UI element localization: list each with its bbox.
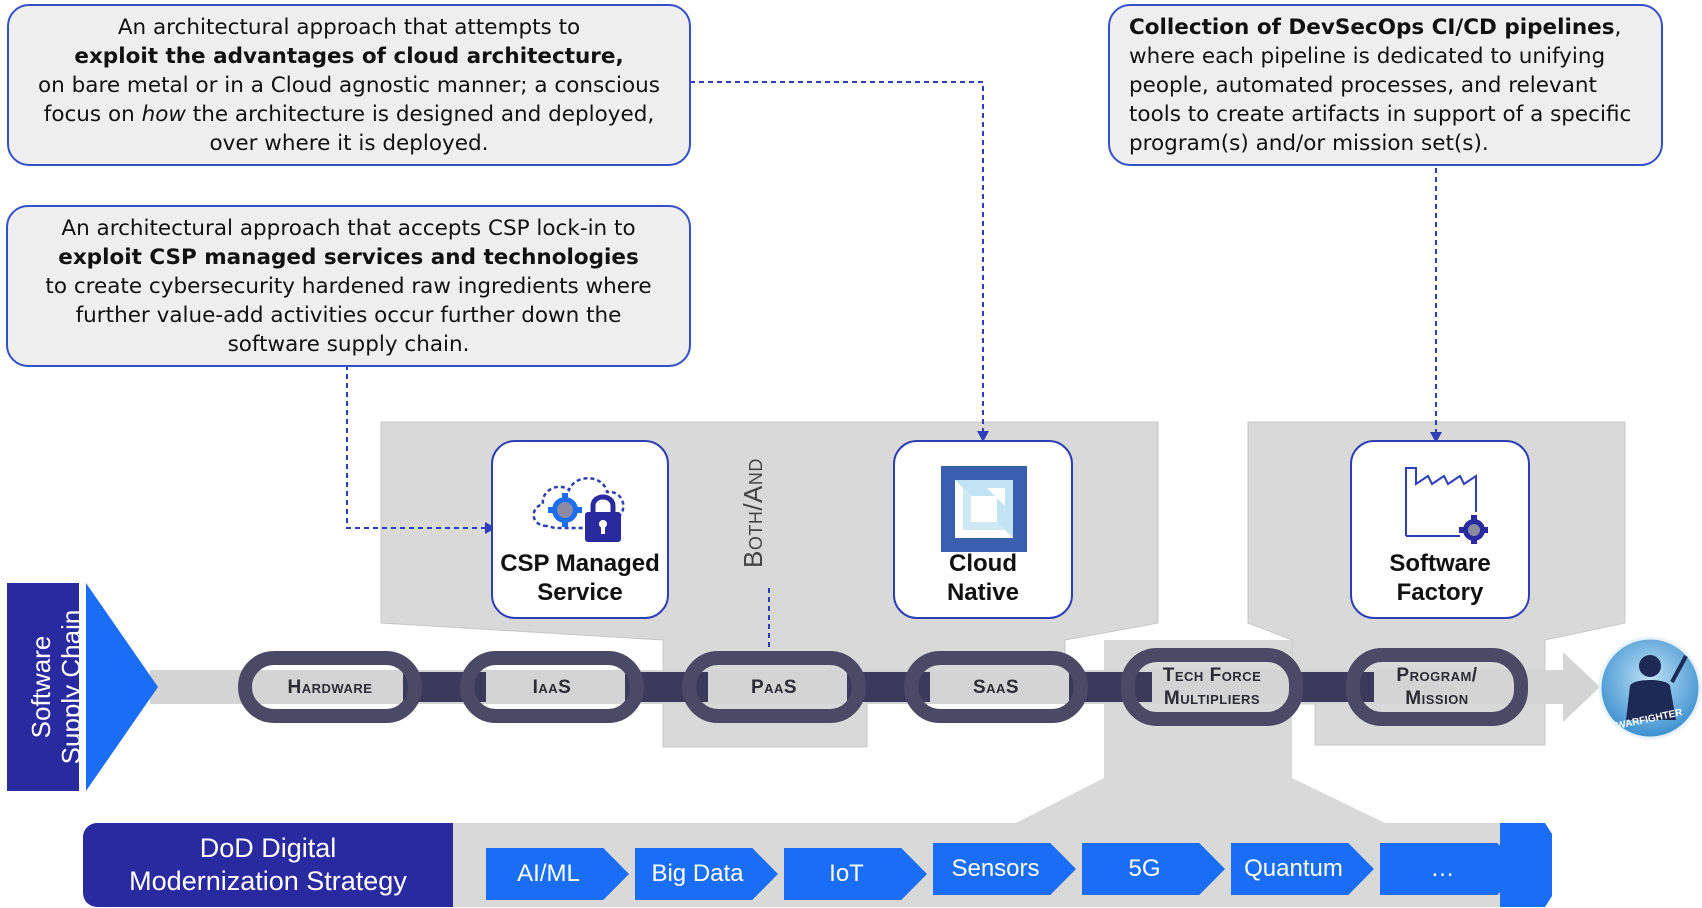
supply-chain-arrowhead [1563, 652, 1600, 722]
both-and-label: Both/And [738, 458, 768, 568]
sf-desc-line-1: Collection of DevSecOps CI/CD pipelines, [1129, 14, 1622, 40]
cloud-native-desc-line-1: An architectural approach that attempts … [117, 14, 581, 40]
cloud-native-desc-line-2: exploit the advantages of cloud architec… [74, 43, 624, 69]
csp-desc-line-5: software supply chain. [227, 331, 470, 357]
tech-chevron-6: Quantum [1231, 843, 1374, 895]
connector-cloud-native [690, 81, 984, 432]
sf-desc-line-2: where each pipeline is dedicated to unif… [1129, 43, 1606, 69]
chain-link-saas [904, 651, 1088, 723]
link-label-saas: SaaS [972, 677, 1020, 698]
ssc-arrow-head [86, 583, 158, 791]
link-label-program-mission: Program/Mission [1396, 665, 1478, 709]
tech-chevron-2: Big Data [635, 848, 778, 900]
dod-bar-tip [1500, 823, 1552, 907]
tech-chevron-3: IoT [784, 848, 927, 900]
link-label-paas: PaaS [750, 677, 798, 698]
csp-description: An architectural approach that accepts C… [6, 205, 691, 367]
sf-desc-line-3: people, automated processes, and relevan… [1129, 72, 1597, 98]
sf-desc-line-5: program(s) and/or mission set(s). [1129, 130, 1489, 156]
warfighter-badge-icon: WARFIGHTER [1598, 636, 1702, 740]
connector-csp [346, 365, 485, 529]
chain-link-paas [682, 651, 866, 723]
csp-desc-line-2: exploit CSP managed services and technol… [58, 244, 639, 270]
csp-desc-line-3: to create cybersecurity hardened raw ing… [45, 273, 652, 299]
chain-link-iaas [460, 651, 644, 723]
tech-chevron-4: Sensors [933, 843, 1076, 895]
csp-desc-line-1: An architectural approach that accepts C… [61, 215, 636, 241]
csp-desc-line-4: further value-add activities occur furth… [75, 302, 622, 328]
chain-link-program [1346, 648, 1528, 726]
cloud-native-desc-line-5: over where it is deployed. [209, 130, 489, 156]
cloud-native-desc-line-4: focus on how the architecture is designe… [43, 101, 655, 127]
cncf-cloud-native-icon [941, 466, 1027, 552]
factory-gear-icon [1405, 467, 1488, 544]
cloud-native-description: An architectural approach that attempts … [7, 4, 691, 166]
chain-link-tfm [1121, 648, 1303, 726]
tech-chevron-5: 5G [1082, 843, 1225, 895]
tech-chevron-7: … [1380, 843, 1523, 895]
tech-chevron-1: AI/ML [486, 848, 629, 900]
link-label-hardware: Hardware [287, 677, 373, 698]
cloud-native-desc-line-3: on bare metal or in a Cloud agnostic man… [38, 72, 660, 98]
cloud-gear-lock-icon [532, 477, 625, 542]
sf-desc-line-4: tools to create artifacts in support of … [1129, 101, 1632, 127]
chain-link-hardware [238, 651, 422, 723]
software-supply-chain-block [7, 583, 79, 791]
software-factory-description: Collection of DevSecOps CI/CD pipelines,… [1108, 4, 1663, 166]
link-label-iaas: IaaS [532, 677, 572, 698]
